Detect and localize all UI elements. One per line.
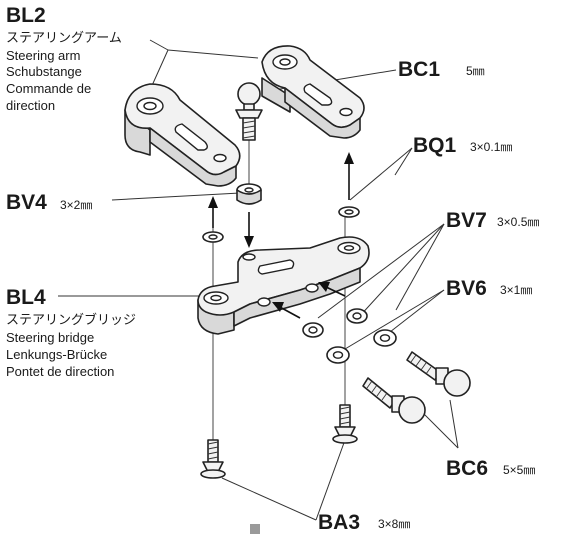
steering-arm-right <box>261 45 365 139</box>
arrow-up-right <box>344 152 354 200</box>
bc1-code: BC1 <box>398 58 440 81</box>
label-bl2: BL2 ステアリングアーム Steering arm Schubstange C… <box>6 4 122 113</box>
spacer-bv4 <box>236 183 262 205</box>
bc6-spec: 5×5㎜ <box>503 463 535 477</box>
arrow-down-center <box>244 212 254 248</box>
washer-bq1-right <box>338 206 360 218</box>
bv4-spec: 3×2㎜ <box>60 198 92 212</box>
label-ba3: BA3 3×8㎜ <box>318 511 410 534</box>
bv6-spec: 3×1㎜ <box>500 283 532 297</box>
bl4-fr: Pontet de direction <box>6 364 114 379</box>
bl2-fr2: direction <box>6 98 55 113</box>
ball-connector-bc6-left <box>362 377 426 424</box>
leader-lines <box>58 39 459 521</box>
arrow-into-bridge-right <box>318 282 346 297</box>
bc1-spec: 5㎜ <box>466 64 485 78</box>
bl2-code: BL2 <box>6 4 46 27</box>
ball-connector-bc6-right <box>406 351 471 397</box>
bl2-en: Steering arm <box>6 48 80 63</box>
bl2-de: Schubstange <box>6 64 82 79</box>
screw-ba3-left <box>200 439 226 479</box>
steering-bridge-bl4 <box>197 236 370 335</box>
ba3-spec: 3×8㎜ <box>378 517 410 531</box>
label-bc1: BC1 5㎜ <box>398 58 485 81</box>
arrow-up-left <box>208 196 218 228</box>
bl4-jp: ステアリングブリッジ <box>6 312 136 327</box>
label-bv4: BV4 3×2㎜ <box>6 191 92 214</box>
washers-bv6 <box>326 329 397 364</box>
bv4-code: BV4 <box>6 191 47 214</box>
bl4-en: Steering bridge <box>6 330 94 345</box>
washer-bq1-left <box>202 231 224 243</box>
washers-bv7 <box>302 308 368 338</box>
bl2-jp: ステアリングアーム <box>6 30 122 45</box>
ba3-code: BA3 <box>318 511 360 534</box>
label-bv7: BV7 3×0.5㎜ <box>446 209 539 232</box>
bq1-code: BQ1 <box>413 134 457 157</box>
bl2-fr: Commande de <box>6 81 91 96</box>
bv7-spec: 3×0.5㎜ <box>497 215 539 229</box>
arrow-into-bridge-left <box>272 302 301 319</box>
steering-arm-left <box>124 83 241 187</box>
bl4-code: BL4 <box>6 286 46 309</box>
label-bv6: BV6 3×1㎜ <box>446 277 532 300</box>
ball-connector-bc1 <box>235 82 263 141</box>
screw-ba3-right <box>332 404 358 444</box>
bv7-code: BV7 <box>446 209 487 232</box>
bq1-spec: 3×0.1㎜ <box>470 140 512 154</box>
page-mark <box>250 524 260 534</box>
bv6-code: BV6 <box>446 277 487 300</box>
label-bq1: BQ1 3×0.1㎜ <box>413 134 512 157</box>
label-bl4: BL4 ステアリングブリッジ Steering bridge Lenkungs-… <box>6 286 136 379</box>
bc6-code: BC6 <box>446 457 488 480</box>
bl4-de: Lenkungs-Brücke <box>6 347 107 362</box>
label-bc6: BC6 5×5㎜ <box>446 457 535 480</box>
